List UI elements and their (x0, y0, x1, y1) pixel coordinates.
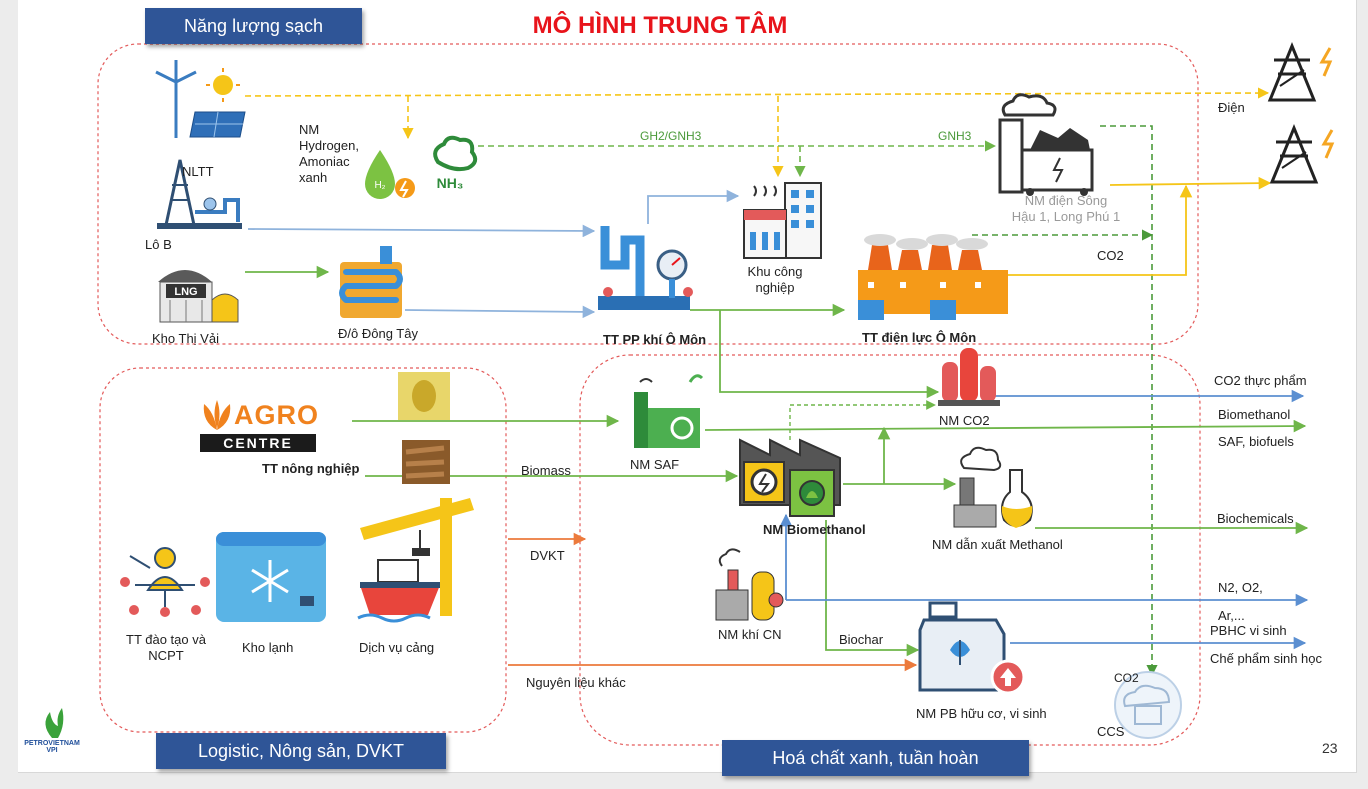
flow-dongtay-to-tt-pp (404, 305, 596, 319)
label-flow-gnh3: GNH3 (938, 129, 972, 143)
label-nm-biomethanol: NM Biomethanol (763, 522, 866, 537)
organic-fertilizer-icon (918, 601, 1026, 695)
label-do-dong-tay: Đ/ô Đông Tây (338, 326, 418, 341)
industrial-zone-icon (743, 182, 822, 259)
section-banner-green-chem: Hoá chất xanh, tuần hoàn (722, 740, 1029, 776)
ccs-icon (1114, 671, 1182, 739)
label-nm-dan-xuat: NM dẫn xuất Methanol (932, 537, 1063, 552)
biomass-photo (405, 445, 445, 479)
label-dich-vu-cang: Dịch vụ cảng (359, 640, 435, 655)
label-kho-thi-vai: Kho Thị Vải (152, 331, 219, 346)
label-out-biomethanol: Biomethanol (1218, 407, 1291, 422)
cold-storage-icon (216, 532, 326, 622)
flow-tt-pp-to-co2 (719, 310, 940, 399)
lng-tank-icon: LNG (158, 270, 239, 323)
label-flow-co2-ccs: CO2 (1114, 671, 1139, 685)
label-nm-co2: NM CO2 (939, 413, 990, 428)
section-banner-clean-energy: Năng lượng sạch (145, 8, 362, 44)
flow-power-to-ccs (1100, 125, 1158, 677)
label-nm-khi-cn: NM khí CN (718, 627, 782, 642)
biofuel-photo (412, 380, 436, 412)
power-tower-icon (1267, 42, 1333, 102)
training-center-icon (120, 547, 210, 617)
label-out-n2-o2: N2, O2, (1218, 580, 1263, 595)
flow-songhau-to-grid (1109, 176, 1272, 190)
flow-omon-electric (1005, 184, 1193, 276)
label-out-co2-thuc-pham: CO2 thực phẩm (1214, 373, 1307, 388)
power-tower-icon (1269, 124, 1335, 184)
omon-power-center-icon (858, 234, 1008, 320)
agro-leaf-icon (203, 400, 231, 430)
label-out-ar: Ar,... (1218, 608, 1245, 623)
label-kho-lanh: Kho lạnh (242, 640, 294, 655)
port-services-icon (357, 498, 474, 623)
region-clean-energy (97, 43, 1199, 345)
label-lo-b: Lô B (145, 237, 172, 252)
flow-nltt-to-power (244, 87, 1270, 99)
h2-text: H₂ (374, 180, 385, 191)
agro-word: AGRO (234, 399, 319, 430)
methanol-derivatives-icon (953, 446, 1033, 528)
flow-tt-pp-to-kcn (647, 189, 740, 224)
agro-centre-logo: AGRO CENTRE (200, 398, 319, 452)
label-nm-dien-song-hau: NM điện Sông Hậu 1, Long Phú 1 (1011, 193, 1121, 224)
page-title: MÔ HÌNH TRUNG TÂM (532, 12, 788, 39)
label-nm-pb: NM PB hữu cơ, vi sinh (916, 706, 1047, 721)
section-banner-logistics: Logistic, Nông sản, DVKT (156, 733, 446, 769)
label-out-pbhc: PBHC vi sinh (1210, 623, 1287, 638)
label-nm-hydrogen: NM Hydrogen, Amoniac xanh (299, 122, 359, 185)
label-flow-co2: CO2 (1097, 248, 1124, 263)
petrovietnam-logo-text: PETROVIETNAM (24, 740, 80, 747)
agro-centre-bar: CENTRE (200, 434, 316, 452)
biomethanol-plant-icon (739, 438, 841, 517)
label-flow-biochar: Biochar (839, 632, 884, 647)
label-flow-gh2-gnh3: GH2/GNH3 (640, 129, 702, 143)
oil-rig-icon (157, 159, 242, 229)
co2-plant-icon (938, 348, 1000, 406)
label-tt-nong-nghiep: TT nông nghiệp (262, 461, 360, 476)
flow-biomethanol-to-co2-dash (789, 400, 936, 440)
label-nm-saf: NM SAF (630, 457, 680, 472)
saf-plant-icon (634, 374, 704, 448)
petrovietnam-logo: PETROVIETNAM VPI (24, 740, 80, 754)
vpi-logo-text: VPI (46, 747, 58, 754)
flow-lob-to-tt-pp (247, 224, 596, 238)
region-logistics (99, 367, 507, 733)
label-out-che-pham: Chế phẩm sinh học (1210, 651, 1323, 666)
nh3-text: NH₃ (437, 175, 464, 191)
label-out-dien: Điện (1218, 100, 1245, 115)
label-tt-dao-tao: TT đào tạo và NCPT (126, 632, 206, 663)
label-out-biochemicals: Biochemicals (1217, 511, 1294, 526)
lng-text: LNG (174, 286, 197, 298)
label-flow-biomass: Biomass (521, 463, 571, 478)
label-tt-dien-luc: TT điện lực Ô Môn (862, 330, 977, 345)
label-khu-cong-nghiep: Khu công nghiệp (747, 264, 803, 295)
pipeline-icon (339, 246, 403, 318)
label-ccs: CCS (1097, 724, 1125, 739)
coal-power-plant-icon (998, 93, 1094, 196)
label-out-saf-biofuels: SAF, biofuels (1218, 434, 1294, 449)
hydrogen-ammonia-icon: H₂ NH₃ (365, 135, 478, 199)
page-number: 23 (1322, 740, 1338, 756)
label-tt-pp-khi: TT PP khí Ô Môn (603, 332, 707, 347)
industrial-gas-plant-icon (715, 548, 784, 621)
wind-solar-icon (155, 60, 246, 138)
petrovietnam-flame-icon (45, 708, 64, 738)
flow-biochar (825, 520, 920, 657)
flow-out-biomethanol (704, 419, 1307, 433)
gas-station-icon (598, 226, 693, 310)
label-nltt: NLTT (182, 164, 214, 179)
label-flow-nguyen-lieu-khac: Nguyên liệu khác (526, 675, 626, 690)
label-flow-dvkt: DVKT (530, 548, 565, 563)
